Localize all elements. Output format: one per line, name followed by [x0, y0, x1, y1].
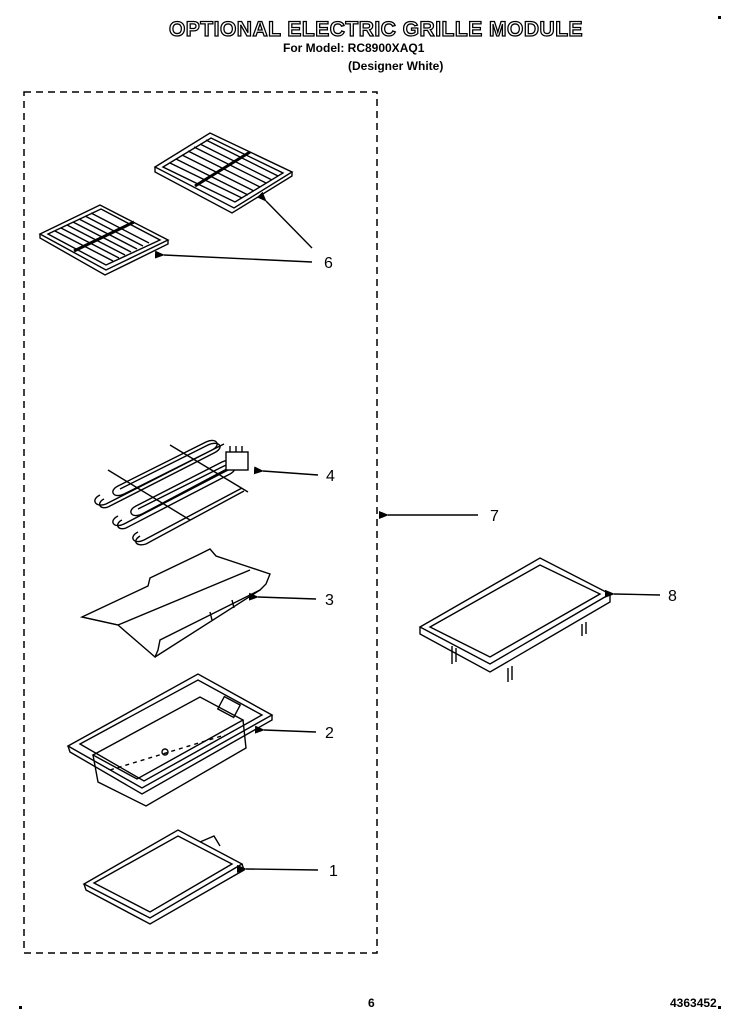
- heating-element: [94, 439, 249, 546]
- model-line: For Model: RC8900XAQ1: [283, 41, 425, 55]
- grate-upper: [153, 132, 294, 214]
- corner-mark-bottom-right: [718, 1006, 721, 1009]
- leader-3: [248, 592, 317, 601]
- corner-mark-top-right: [718, 16, 721, 19]
- leader-lines: [154, 191, 661, 873]
- reflector: [79, 548, 271, 659]
- callout-8: 8: [668, 588, 677, 605]
- callout-3: 3: [325, 592, 334, 609]
- leader-4: [253, 466, 319, 476]
- leader-8: [604, 589, 661, 598]
- callout-7: 7: [490, 508, 499, 525]
- color-line: (Designer White): [348, 59, 444, 73]
- leader-6a: [256, 191, 313, 249]
- page-title: OPTIONAL ELECTRIC GRILLE MODULE: [168, 17, 584, 41]
- leader-1: [236, 864, 319, 873]
- doc-number: 4363452: [670, 996, 717, 1010]
- page-number: 6: [368, 996, 375, 1010]
- grille-box: [66, 673, 274, 807]
- callout-6: 6: [324, 255, 333, 272]
- grate-lower: [38, 204, 170, 276]
- callout-1: 1: [329, 863, 338, 880]
- callout-2: 2: [325, 725, 334, 742]
- drip-pan: [82, 829, 245, 925]
- grille-cover: [418, 557, 612, 682]
- module-boundary: [23, 91, 378, 954]
- callout-4: 4: [326, 468, 335, 485]
- leader-6b: [154, 250, 313, 263]
- corner-mark-bottom-left: [19, 1006, 22, 1009]
- leader-2: [254, 725, 317, 734]
